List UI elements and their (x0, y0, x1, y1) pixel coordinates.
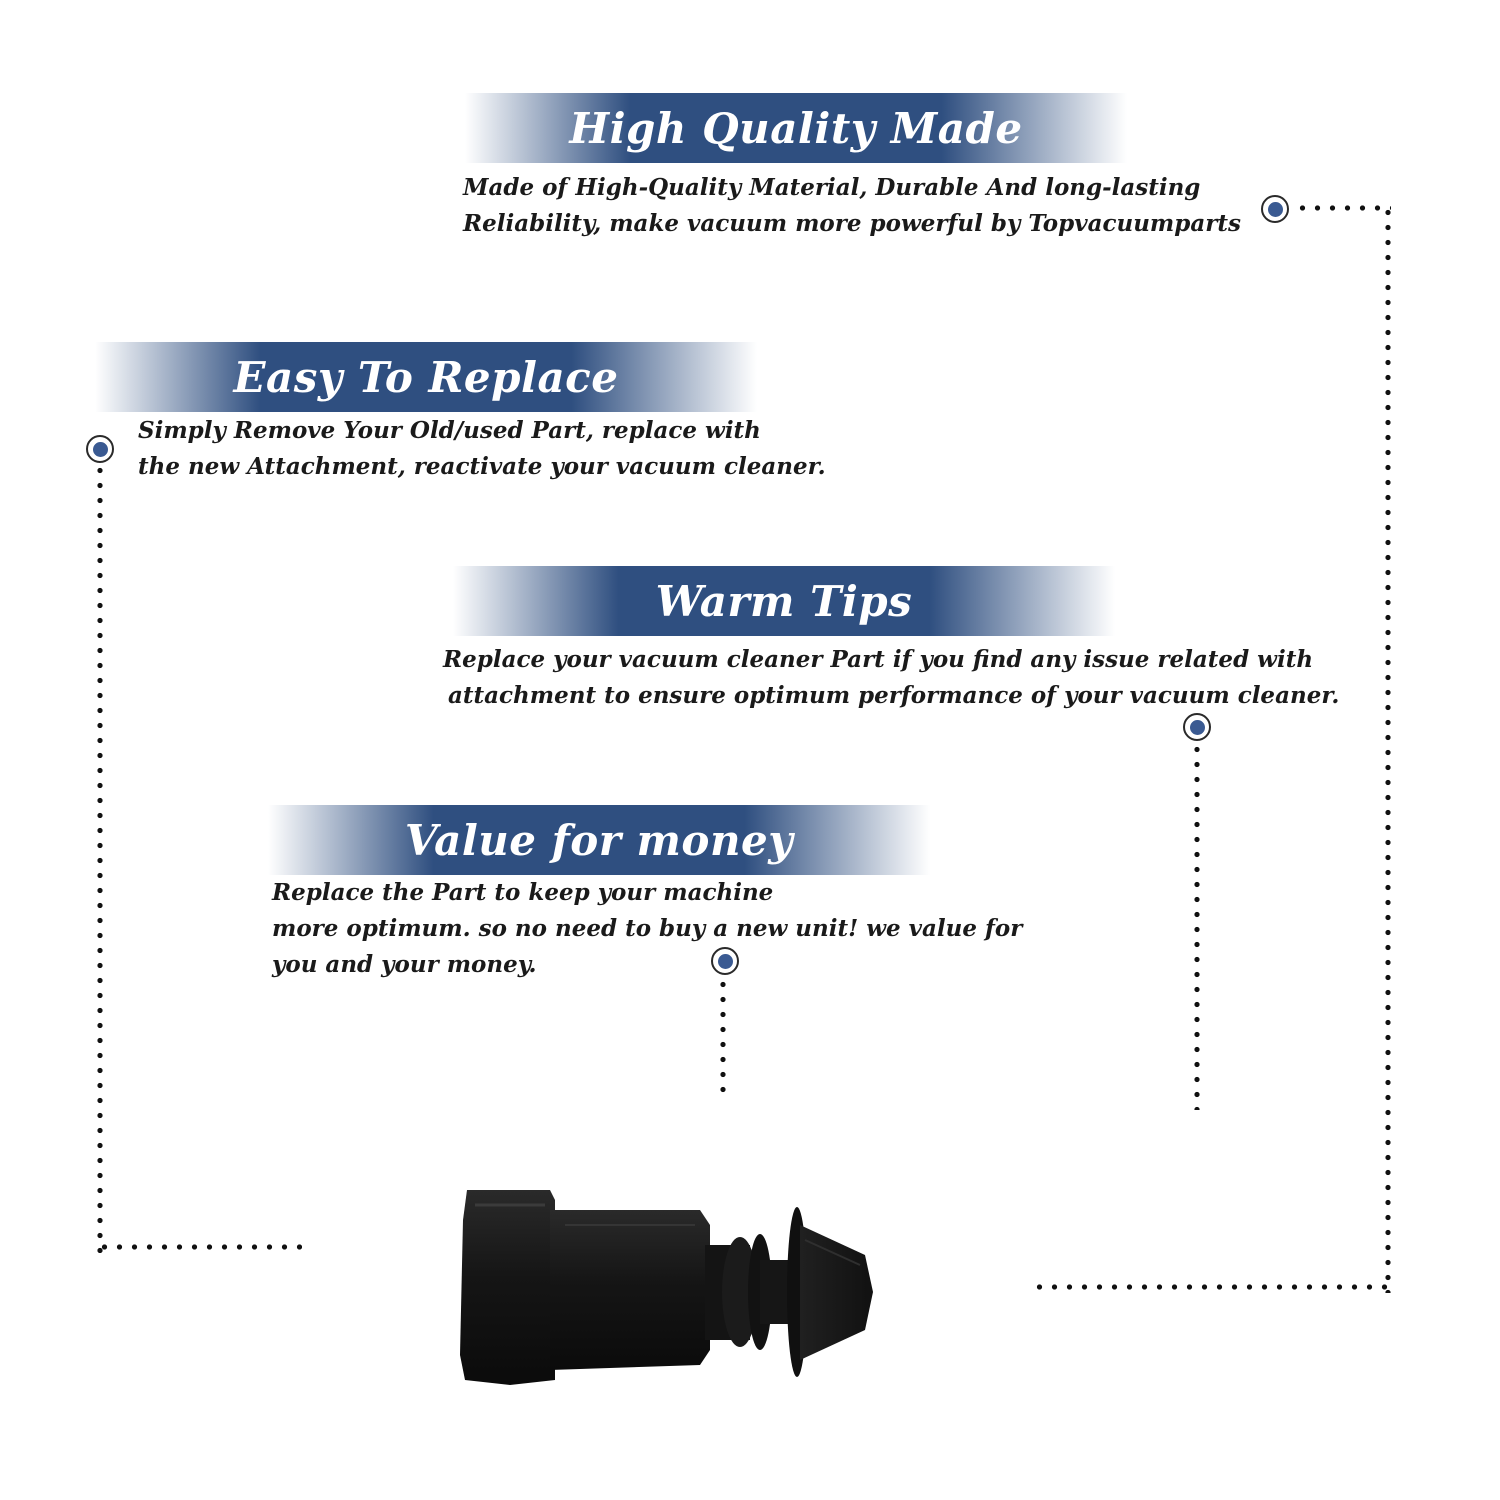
description-line: Made of High-Quality Material, Durable A… (463, 174, 1201, 201)
dotted-connector (97, 463, 103, 1253)
description-line: more optimum. so no need to buy a new un… (272, 915, 1023, 942)
vacuum-attachment-part-image (455, 1180, 885, 1404)
banner-value-money: Value for money (268, 805, 930, 875)
banner-easy-replace: Easy To Replace (95, 342, 757, 412)
dot-marker-icon (711, 947, 739, 975)
description-line: attachment to ensure optimum performance… (448, 682, 1340, 709)
dotted-connector (1385, 205, 1391, 1293)
dotted-connector (1295, 205, 1391, 211)
description-line: you and your money. (272, 951, 537, 978)
description-line: Replace your vacuum cleaner Part if you … (443, 646, 1314, 673)
feature-title: Value for money (404, 815, 794, 865)
feature-description-high-quality: Made of High-Quality Material, Durable A… (463, 170, 1241, 242)
dot-marker-icon (1261, 195, 1289, 223)
description-line: the new Attachment, reactivate your vacu… (138, 453, 826, 480)
dotted-connector (1194, 742, 1200, 1110)
dotted-connector (1032, 1284, 1392, 1290)
feature-title: Easy To Replace (233, 352, 619, 402)
feature-description-easy-replace: Simply Remove Your Old/used Part, replac… (138, 413, 826, 485)
feature-description-warm-tips: Replace your vacuum cleaner Part if you … (443, 642, 1339, 714)
dotted-connector (720, 977, 726, 1095)
dotted-connector (97, 1244, 302, 1250)
description-line: Replace the Part to keep your machine (272, 879, 774, 906)
feature-description-value-money: Replace the Part to keep your machine mo… (272, 875, 1022, 983)
feature-title: Warm Tips (655, 576, 913, 626)
banner-high-quality: High Quality Made (465, 93, 1127, 163)
dot-marker-icon (86, 435, 114, 463)
description-line: Reliability, make vacuum more powerful b… (463, 210, 1241, 237)
banner-warm-tips: Warm Tips (453, 566, 1115, 636)
dot-marker-icon (1183, 713, 1211, 741)
feature-title: High Quality Made (569, 103, 1023, 153)
description-line: Simply Remove Your Old/used Part, replac… (138, 417, 761, 444)
